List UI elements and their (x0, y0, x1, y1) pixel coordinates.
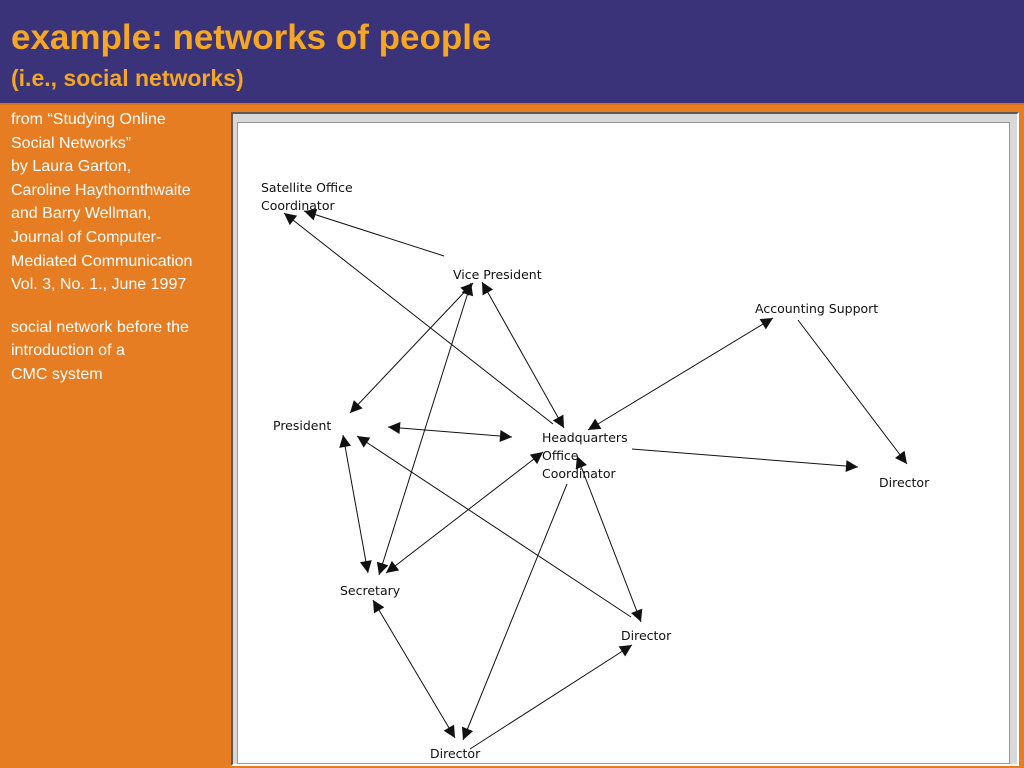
caption-line: social network before the (11, 318, 189, 336)
citation-line: Vol. 3, No. 1., June 1997 (11, 276, 187, 294)
caption-line: introduction of a (11, 342, 125, 360)
citation-line: and Barry Wellman, (11, 205, 152, 223)
diagram-canvas (237, 122, 1010, 764)
citation-line: Journal of Computer- (11, 228, 162, 246)
citation-sidebar: from “Studying Online Social Networks” b… (11, 108, 235, 387)
citation-line: by Laura Garton, (11, 158, 132, 176)
slide-subtitle: (i.e., social networks) (11, 65, 244, 91)
citation-line: Social Networks” (11, 134, 132, 152)
caption-line: CMC system (11, 365, 103, 383)
citation-line: Mediated Communication (11, 252, 193, 270)
citation-line: from “Studying Online (11, 111, 166, 128)
paragraph-gap (11, 297, 235, 316)
slide-header: example: networks of people (i.e., socia… (0, 0, 1024, 105)
slide-title: example: networks of people (11, 18, 492, 57)
citation-line: Caroline Haythornthwaite (11, 181, 191, 199)
